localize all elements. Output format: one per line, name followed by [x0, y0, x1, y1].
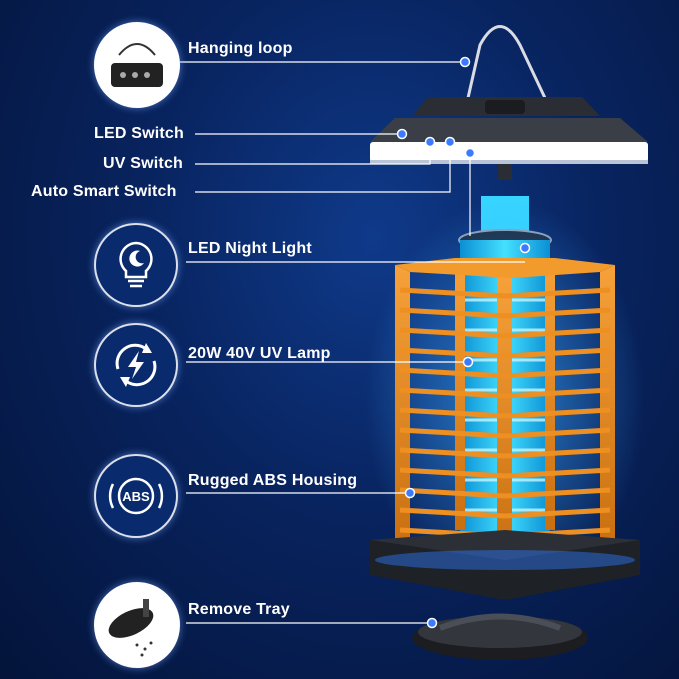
label-led-night-light: LED Night Light [188, 240, 312, 257]
leader-lines [180, 61, 525, 624]
label-remove-tray: Remove Tray [188, 601, 290, 618]
top-cap [412, 97, 600, 116]
tray-photo [94, 582, 180, 668]
hanging-wire [466, 25, 547, 99]
bulb-moon-icon [94, 223, 178, 307]
label-hanging-loop: Hanging loop [188, 40, 293, 57]
lantern-top-photo [94, 22, 180, 108]
uv-tube [460, 240, 550, 540]
label-led-switch: LED Switch [94, 125, 185, 142]
label-uv-switch: UV Switch [103, 155, 184, 172]
label-uv-lamp: 20W 40V UV Lamp [188, 345, 331, 362]
base [370, 540, 640, 600]
lightning-cycle-icon [94, 323, 178, 407]
abs-icon-text: ABS [122, 489, 150, 504]
cage-slats-left [399, 287, 506, 539]
cage-slats-right [504, 287, 611, 539]
label-abs-housing: Rugged ABS Housing [188, 472, 358, 489]
tray [412, 616, 588, 660]
abs-badge-icon: ABS [94, 454, 178, 538]
uv-cube [481, 196, 529, 236]
led-ring [370, 142, 648, 162]
leader-dots [396, 56, 531, 629]
label-auto-smart-switch: Auto Smart Switch [31, 183, 177, 200]
